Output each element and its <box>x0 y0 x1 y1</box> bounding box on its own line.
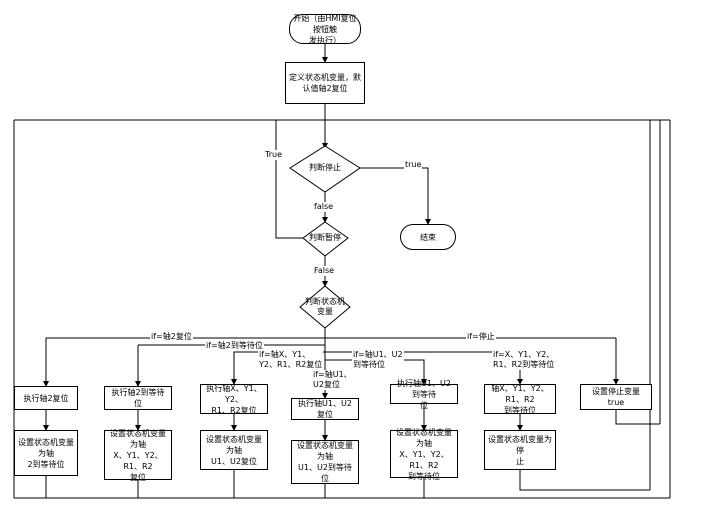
cond-label-6: if=X、Y1、Y2、 R1、R2到等待位 <box>492 350 556 370</box>
cond-label-7: if=停止 <box>466 332 496 342</box>
branch3-set-box: 设置状态机变量为轴 U1、U2复位 <box>200 430 268 470</box>
cond-label-2: if=轴2到等待位 <box>205 341 264 351</box>
branch6-set-box: 设置状态机变量为停 止 <box>484 430 556 470</box>
end-terminal: 结束 <box>400 224 456 250</box>
branch5-exec-box: 执行轴U1、U2到等待 位 <box>390 379 458 410</box>
branch2-exec-box: 执行轴2到等待位 <box>104 386 172 410</box>
judge-state-diamond-label: 判断状态机 变量 <box>305 297 345 316</box>
judge-stop-diamond-label: 判断停止 <box>309 163 341 172</box>
cond-label-3: if=轴X、Y1、 Y2、R1、R2复位 <box>258 350 324 370</box>
branch4-exec-box: 执行轴U1、U2复位 <box>291 398 359 420</box>
judge-pause-diamond-label: 判断暂停 <box>309 233 341 242</box>
branch5-set-box: 设置状态机变量为轴 X、Y1、Y2、R1、R2 到等待位 <box>390 428 458 481</box>
cond-label-4: if=轴U1、 U2复位 <box>312 370 353 390</box>
false-label-2: False <box>313 266 336 276</box>
branch4-set-box: 设置状态机变量为轴 U1、U2到等待位 <box>291 440 359 484</box>
branch1-set-box: 设置状态机变量为轴 2到等待位 <box>14 430 78 476</box>
branch6-exec-box: 轴X、Y1、Y2、R1、R2 到等待位 <box>484 384 556 415</box>
define-state-variable-box: 定义状态机变量，默 认值轴2复位 <box>285 62 365 104</box>
true-right-label: true <box>404 160 423 170</box>
branch3-exec-box: 执行轴X、Y1、Y2、 R1、R2复位 <box>200 384 268 415</box>
branch2-set-box: 设置状态机变量为轴 X、Y1、Y2、R1、R2 复位 <box>104 429 172 482</box>
start-terminal: 开始（由HMI复位按钮触 发执行） <box>289 14 361 45</box>
cond-label-1: if=轴2复位 <box>150 332 193 342</box>
branch1-exec-box: 执行轴2复位 <box>14 386 78 410</box>
cond-label-5: if=轴U1、U2 到等待位 <box>352 350 404 370</box>
branch7-exec-box: 设置停止变量true <box>580 384 652 410</box>
false-label: false <box>313 202 335 212</box>
true-left-label: True <box>264 150 283 160</box>
